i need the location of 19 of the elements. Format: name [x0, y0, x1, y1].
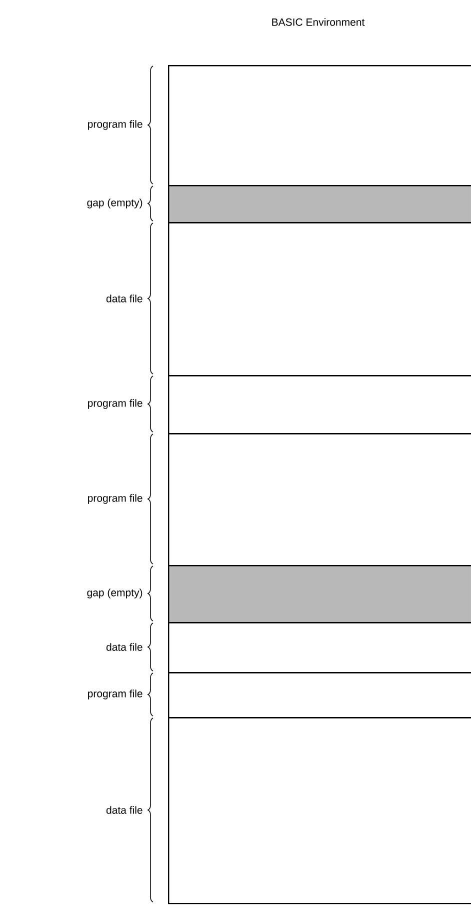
memory-segment — [168, 565, 471, 624]
memory-segment — [168, 717, 471, 904]
segment-label: gap (empty) — [87, 198, 142, 208]
segment-label: program file — [88, 399, 142, 409]
memory-segment — [168, 222, 471, 376]
memory-segment — [168, 672, 471, 718]
segment-label: gap (empty) — [87, 588, 142, 598]
memory-segment — [168, 65, 471, 186]
memory-segment — [168, 622, 471, 674]
title: BASIC Environment — [272, 18, 365, 26]
segment-label: data file — [106, 643, 142, 651]
segment-label: data file — [106, 806, 142, 814]
segment-label: program file — [88, 690, 142, 700]
segment-label: data file — [106, 294, 142, 302]
memory-segment — [168, 433, 471, 566]
memory-segment — [168, 375, 471, 434]
memory-segment — [168, 185, 471, 224]
segment-label: program file — [88, 494, 142, 504]
segment-label: program file — [88, 120, 142, 130]
